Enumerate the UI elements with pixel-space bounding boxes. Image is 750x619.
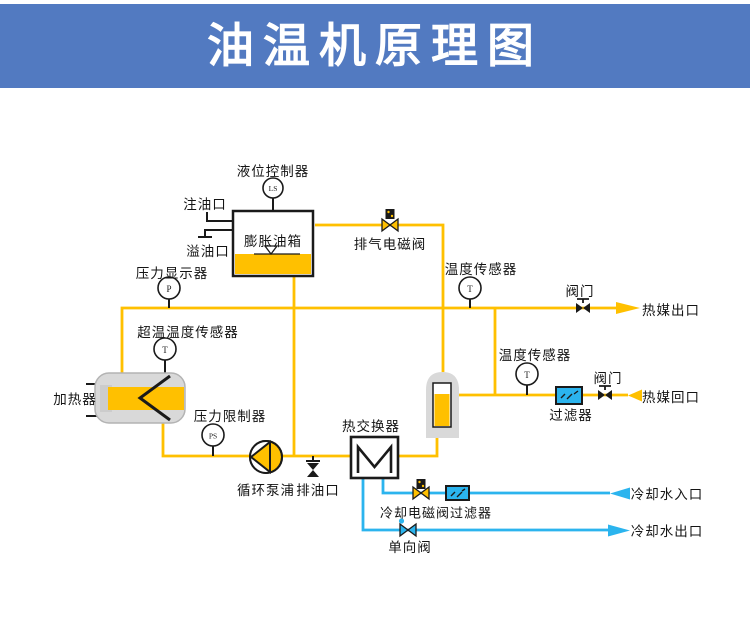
pipe-tank-to-exhaust — [315, 223, 445, 372]
fill-port-pipe — [206, 212, 233, 222]
pipe-exchanger-out — [397, 438, 439, 458]
label-heat-medium-return: 热媒回口 — [642, 390, 700, 405]
label-cooling-water-outlet: 冷却水出口 — [630, 524, 704, 539]
label-pressure-display: 压力显示器 — [135, 266, 209, 281]
heat-return-arrow-icon — [628, 389, 642, 402]
pressure-gauge-tag: P — [166, 284, 171, 294]
heater-element-icon — [137, 374, 171, 422]
label-temp-sensor-1: 温度传感器 — [444, 262, 518, 277]
exhaust-solenoid-valve-icon — [381, 209, 399, 233]
sight-vessel-icon — [426, 372, 459, 438]
expansion-tank-icon — [231, 209, 315, 278]
pipe-heater-to-exchanger — [161, 423, 352, 458]
temp-sensor-1-tag: T — [467, 284, 473, 294]
overtemp-sensor-icon — [153, 337, 177, 361]
level-mark-icon — [263, 245, 279, 256]
level-switch-tag: LS — [269, 184, 278, 193]
hot-oil-pipes — [120, 223, 628, 458]
cooling-solenoid-valve-icon — [412, 479, 430, 501]
pump-icon — [249, 439, 283, 475]
cooling-filter-icon — [445, 485, 470, 501]
label-check-valve: 单向阀 — [388, 540, 432, 555]
label-overtemp-sensor: 超温温度传感器 — [137, 325, 239, 340]
label-oil-fill-port: 注油口 — [183, 197, 227, 212]
label-heat-exchanger: 热交换器 — [342, 419, 400, 434]
label-heat-medium-outlet: 热媒出口 — [642, 303, 700, 318]
return-valve-icon — [598, 385, 612, 400]
pressure-switch-icon — [201, 423, 225, 447]
heat-outlet-arrow-icon — [616, 302, 640, 314]
instrument-bubbles: LS P T PS T T — [153, 177, 539, 447]
heat-exchanger-icon — [349, 435, 400, 480]
label-cooling-water-inlet: 冷却水入口 — [630, 487, 704, 502]
temp-sensor-1-icon — [458, 276, 482, 300]
label-oil-drain-port: 排油口 — [296, 483, 340, 498]
label-level-controller: 液位控制器 — [236, 164, 310, 179]
check-valve-icon — [398, 518, 417, 538]
drain-valve-icon — [306, 456, 320, 477]
outlet-valve-icon — [576, 298, 590, 313]
return-filter-icon — [555, 386, 583, 405]
label-valve-2: 阀门 — [593, 371, 623, 386]
temp-sensor-2-icon — [515, 362, 539, 386]
label-exhaust-solenoid-valve: 排气电磁阀 — [353, 237, 427, 252]
label-valve-1: 阀门 — [565, 284, 595, 299]
label-oil-overflow-port: 溢油口 — [186, 244, 230, 259]
pipe-cooling-inlet — [381, 478, 610, 495]
label-filter-1: 过滤器 — [549, 408, 593, 423]
overflow-pipe — [204, 229, 233, 237]
pressure-switch-tag: PS — [209, 432, 217, 441]
label-cooling-solenoid-filter: 冷却电磁阀过滤器 — [379, 505, 493, 521]
overtemp-sensor-tag: T — [162, 345, 168, 355]
cooling-inlet-arrow-icon — [610, 487, 630, 500]
label-heater: 加热器 — [53, 392, 97, 407]
pipe-cooling-outlet — [361, 478, 608, 532]
page-title: 油温机原理图 — [207, 21, 543, 73]
label-expansion-tank: 膨胀油箱 — [244, 234, 302, 249]
label-pressure-limiter: 压力限制器 — [193, 409, 267, 424]
heater-icon — [94, 372, 186, 424]
label-temp-sensor-2: 温度传感器 — [498, 348, 572, 363]
title-banner: 油温机原理图 — [0, 4, 750, 88]
label-circulation-pump: 循环泵浦 — [237, 483, 295, 498]
cooling-water-pipes — [361, 478, 610, 532]
cooling-outlet-arrow-icon — [608, 524, 630, 537]
temp-sensor-2-tag: T — [524, 370, 530, 380]
pressure-gauge-icon — [157, 276, 181, 300]
pipe-main-supply — [120, 306, 618, 373]
level-switch-icon — [262, 177, 284, 199]
